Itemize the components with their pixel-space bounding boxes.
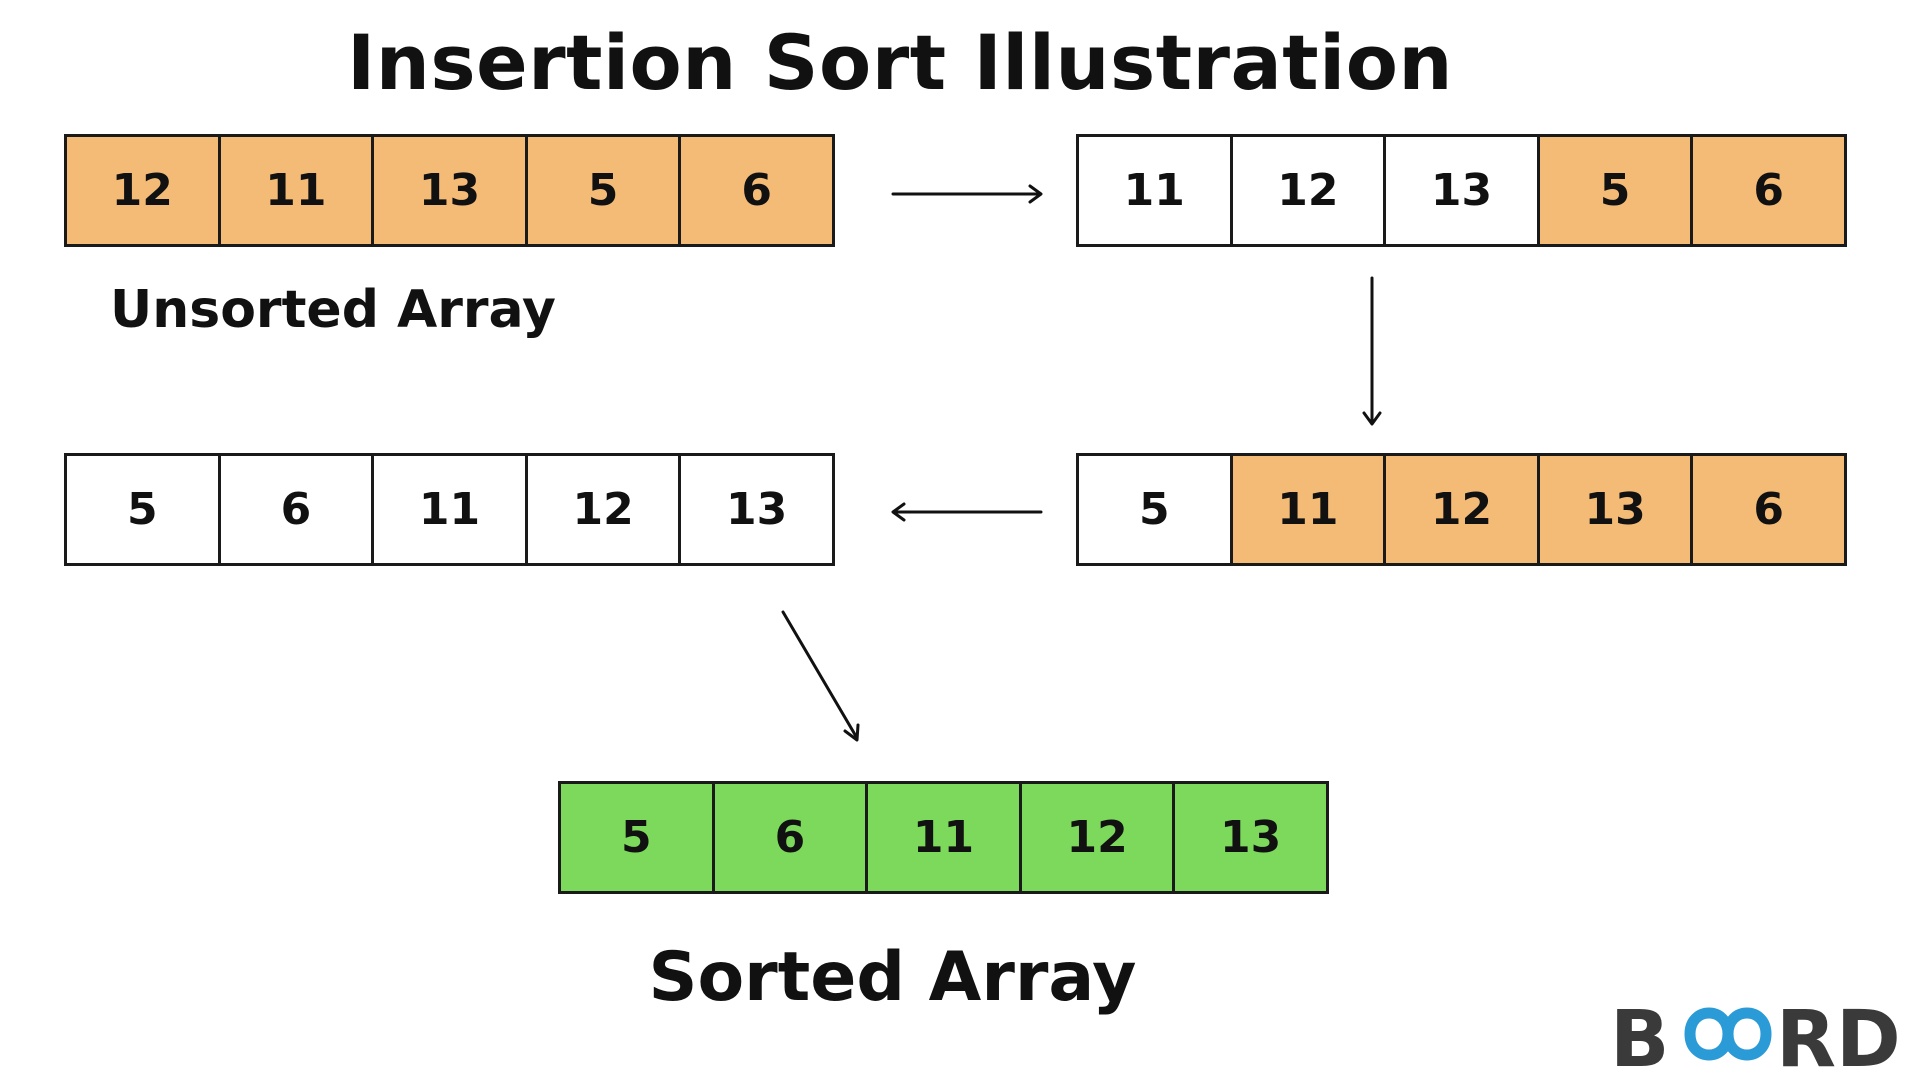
- array-cell: 11: [374, 456, 528, 563]
- array-cell: 13: [681, 456, 832, 563]
- array-cell: 13: [1539, 456, 1694, 563]
- array-step-4: 5 6 11 12 13: [64, 453, 835, 566]
- page-title: Insertion Sort Illustration: [346, 18, 1454, 107]
- array-cell: 5: [1539, 137, 1694, 244]
- array-cell: 6: [714, 784, 869, 891]
- array-cell: 12: [67, 137, 221, 244]
- sorted-array-label: Sorted Array: [648, 938, 1137, 1017]
- array-cell: 5: [1079, 456, 1233, 563]
- arrow-diagonal-down-icon: [781, 610, 860, 742]
- array-cell: 6: [1693, 137, 1844, 244]
- arrow-right-icon: [891, 184, 1043, 204]
- array-cell: 13: [374, 137, 528, 244]
- board-logo: B RD: [1610, 996, 1901, 1076]
- array-cell: 6: [681, 137, 832, 244]
- array-cell: 5: [67, 456, 221, 563]
- array-cell: 12: [1386, 456, 1540, 563]
- array-cell: 12: [1021, 784, 1176, 891]
- array-sorted: 5 6 11 12 13: [558, 781, 1329, 894]
- array-cell: 11: [1232, 456, 1387, 563]
- arrow-down-icon: [1362, 276, 1382, 426]
- array-step-1: 12 11 13 5 6: [64, 134, 835, 247]
- svg-text:RD: RD: [1776, 996, 1901, 1076]
- array-cell: 11: [220, 137, 375, 244]
- array-step-3: 5 11 12 13 6: [1076, 453, 1847, 566]
- array-cell: 6: [1693, 456, 1844, 563]
- array-cell: 12: [527, 456, 682, 563]
- array-cell: 13: [1386, 137, 1540, 244]
- array-cell: 12: [1232, 137, 1387, 244]
- infinity-icon: [1684, 1007, 1772, 1061]
- unsorted-array-label: Unsorted Array: [110, 280, 556, 340]
- svg-text:B: B: [1610, 996, 1669, 1076]
- array-cell: 13: [1175, 784, 1326, 891]
- array-cell: 11: [868, 784, 1022, 891]
- array-step-2: 11 12 13 5 6: [1076, 134, 1847, 247]
- arrow-left-icon: [891, 502, 1043, 522]
- array-cell: 6: [220, 456, 375, 563]
- array-cell: 5: [527, 137, 682, 244]
- array-cell: 5: [561, 784, 715, 891]
- array-cell: 11: [1079, 137, 1233, 244]
